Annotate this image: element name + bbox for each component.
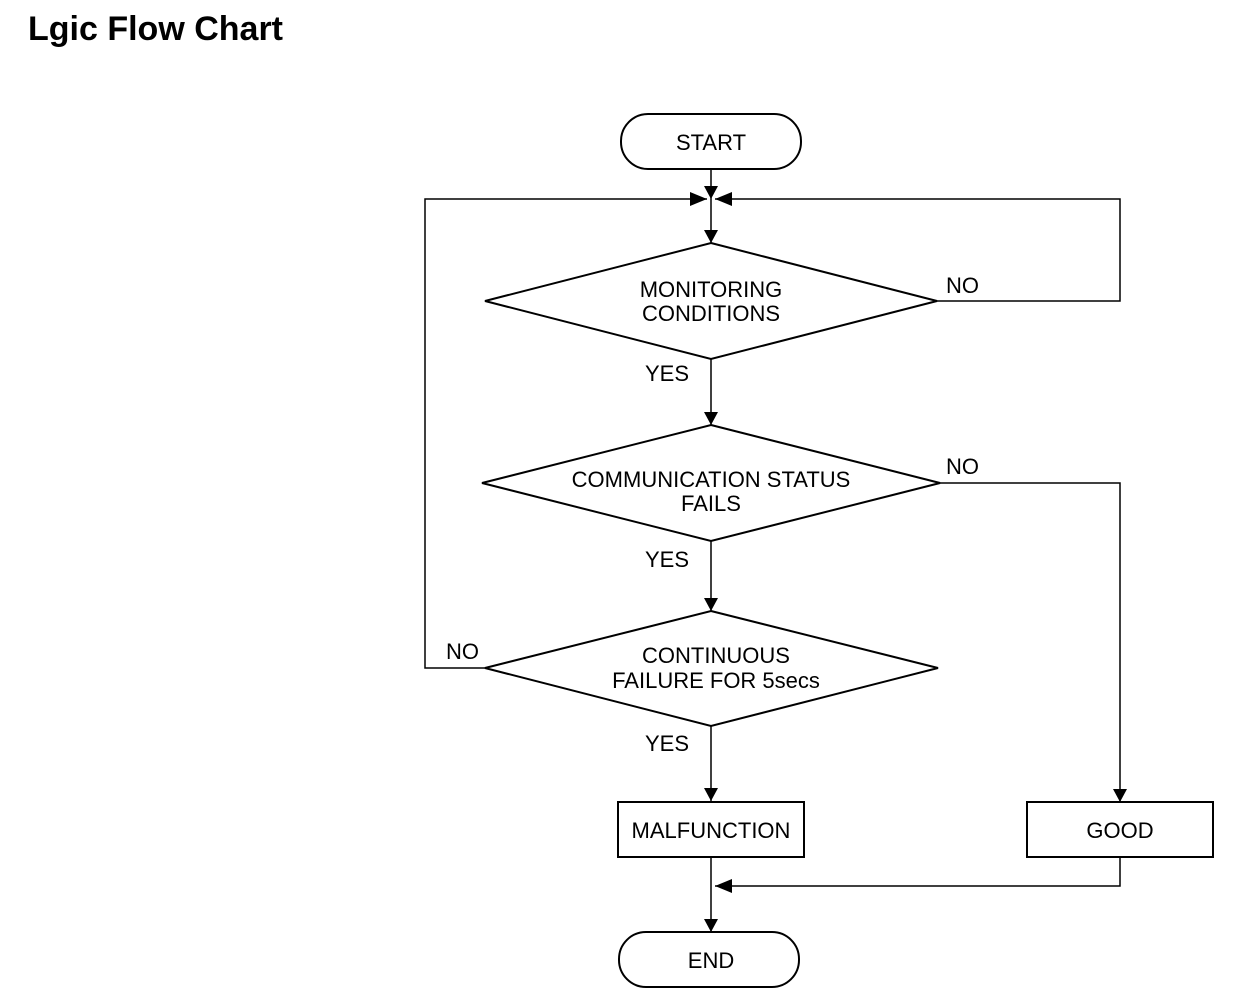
communication-yes-label: YES (645, 547, 689, 572)
monitoring-label-line2: CONDITIONS (642, 301, 780, 326)
monitoring-label-line1: MONITORING (640, 277, 783, 302)
end-terminal (618, 931, 800, 988)
arrowhead-right-loop (715, 192, 732, 206)
arrowhead-into-malfunction (704, 788, 718, 801)
page-title: Lgic Flow Chart (28, 10, 283, 48)
arrowhead-into-end (704, 919, 718, 932)
end-label: END (688, 948, 734, 973)
continuous-label-line2: FAILURE FOR 5secs (612, 668, 820, 693)
malfunction-box (617, 801, 805, 858)
arrowhead-into-communication (704, 412, 718, 425)
connector-monitoring-no-loop (715, 198, 1121, 302)
connector-good-to-end (715, 857, 1121, 887)
communication-no-label: NO (946, 454, 979, 479)
communication-label-line2: FAILS (681, 491, 741, 516)
malfunction-label: MALFUNCTION (632, 818, 791, 843)
arrowhead-into-continuous (704, 598, 718, 611)
arrowhead-left-loop (690, 192, 707, 206)
arrowhead-good-join (715, 879, 732, 893)
good-label: GOOD (1086, 818, 1153, 843)
arrowhead-into-good (1113, 789, 1127, 802)
communication-label-line1: COMMUNICATION STATUS (572, 467, 851, 492)
connector-communication-no (940, 482, 1121, 802)
monitoring-no-label: NO (946, 273, 979, 298)
arrowhead-into-monitoring (704, 230, 718, 243)
connector-continuous-no-loop (424, 198, 707, 669)
continuous-yes-label: YES (645, 731, 689, 756)
continuous-no-label: NO (446, 639, 479, 664)
continuous-label-line1: CONTINUOUS (642, 643, 790, 668)
arrowhead-merge-down (704, 186, 718, 199)
good-box (1026, 801, 1214, 858)
monitoring-yes-label: YES (645, 361, 689, 386)
start-label: START (676, 130, 746, 155)
